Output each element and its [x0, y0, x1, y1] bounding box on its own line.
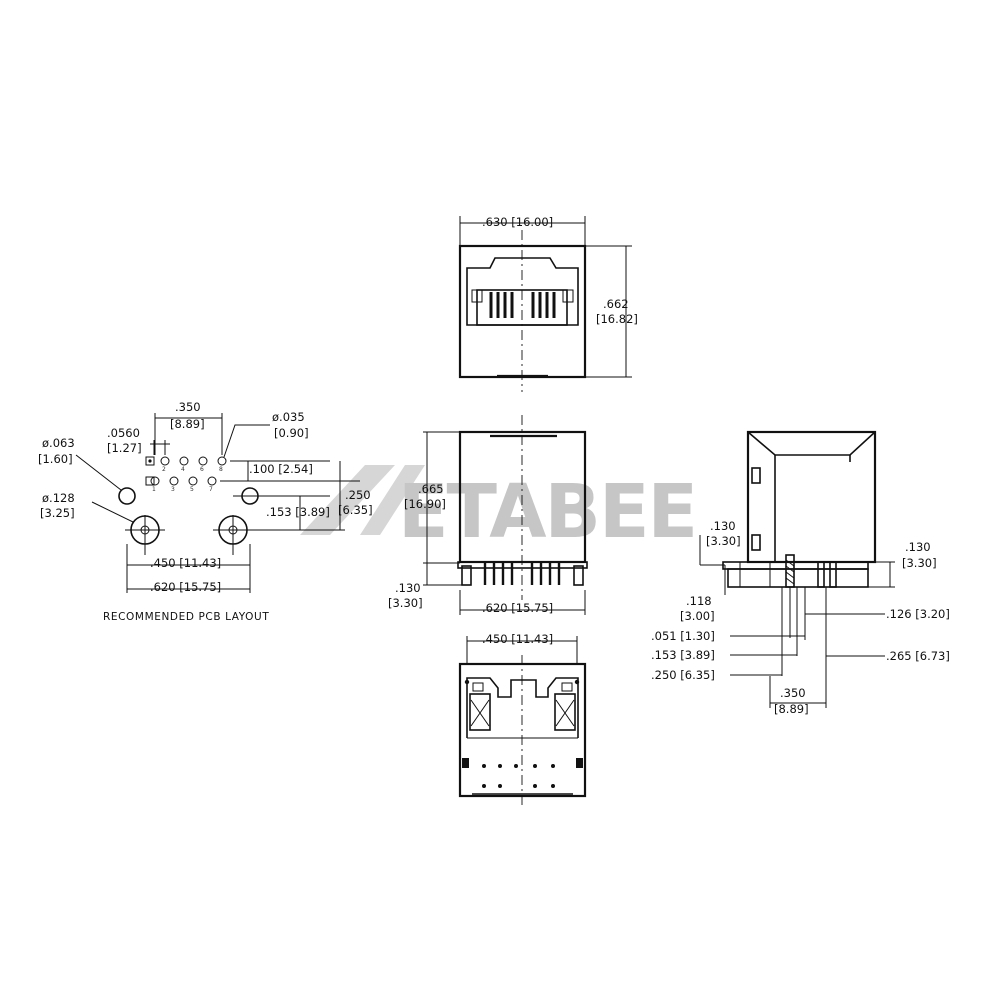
dim-pin-span-in: .350: [175, 400, 201, 414]
watermark-text: ETABEE: [398, 469, 696, 555]
dim-peg-spacing: .450 [11.43]: [150, 556, 221, 570]
dim-front-width: .630 [16.00]: [482, 215, 553, 229]
bottom-view: .450 [11.43]: [458, 632, 587, 805]
dim-right-peg-offset: .153 [3.89]: [651, 648, 715, 662]
bottom-view-pin-dots: [482, 764, 555, 788]
dim-led-spacing: .620 [15.75]: [150, 580, 221, 594]
dim-front-height-in: .662: [603, 297, 629, 311]
pcb-layout-caption: RECOMMENDED PCB LAYOUT: [103, 611, 269, 623]
dim-side-height-mm: [16.90]: [404, 497, 446, 511]
dim-peg-offset: .153 [3.89]: [266, 505, 330, 519]
dim-front-height-mm: [16.82]: [596, 312, 638, 326]
dim-pitch-in: .0560: [107, 426, 140, 440]
dim-peg-diameter-mm: [3.25]: [40, 506, 75, 520]
dim-pitch-mm: [1.27]: [107, 441, 142, 455]
dim-pin-diameter-mm: [0.90]: [274, 426, 309, 440]
side-view: .665 [16.90] .130 [3.30] .620 [15.75]: [388, 415, 588, 615]
dim-right-left-pin-mm: [3.30]: [706, 534, 741, 548]
rj45-contacts: [489, 292, 556, 318]
pcb-pin-numbers: 2 4 6 8 1 3 5 7: [152, 466, 223, 493]
dim-row-pitch: .100 [2.54]: [249, 462, 313, 476]
right-side-view: .130 [3.30] .130 [3.30] .118 [3.00] .051…: [651, 430, 950, 716]
dim-pin-diameter-in: ø.035: [272, 410, 305, 424]
dim-right-standoff-in: .118: [686, 594, 712, 608]
svg-text:4: 4: [181, 466, 185, 473]
pcb-pin-holes: [145, 456, 227, 486]
dim-row-to-peg-mm: [6.35]: [338, 503, 373, 517]
dim-right-row-gap: .126 [3.20]: [886, 607, 950, 621]
dim-side-led-span: .620 [15.75]: [482, 601, 553, 615]
dim-side-pin-len-in: .130: [395, 581, 421, 595]
dim-right-right-pin-mm: [3.30]: [902, 556, 937, 570]
dim-right-row-to-peg: .250 [6.35]: [651, 668, 715, 682]
svg-text:8: 8: [219, 466, 223, 473]
dim-bottom-peg-spacing: .450 [11.43]: [482, 632, 553, 646]
dim-peg-diameter-in: ø.128: [42, 491, 75, 505]
dim-right-standoff-mm: [3.00]: [680, 609, 715, 623]
dim-right-right-pin-in: .130: [905, 540, 931, 554]
dim-led-diameter-mm: [1.60]: [38, 452, 73, 466]
dim-right-left-pin-in: .130: [710, 519, 736, 533]
dim-right-pitch: .051 [1.30]: [651, 629, 715, 643]
pcb-layout-view: 2 4 6 8 1 3 5 7 .350 [8.89] .0560: [38, 400, 373, 623]
right-view-body: [746, 430, 877, 564]
watermark-logo-shape: [300, 465, 395, 535]
svg-text:1: 1: [152, 486, 156, 493]
svg-text:5: 5: [190, 486, 194, 493]
svg-text:6: 6: [200, 466, 204, 473]
dim-led-diameter-in: ø.063: [42, 436, 75, 450]
dim-side-height-in: .665: [418, 482, 444, 496]
side-view-pins: [483, 562, 561, 585]
watermark: ETABEE: [300, 465, 698, 555]
dim-right-span-mm: [8.89]: [774, 702, 809, 716]
rj45-opening: [466, 257, 579, 326]
dim-pin-span-mm: [8.89]: [170, 417, 205, 431]
dim-right-span-in: .350: [780, 686, 806, 700]
front-view: .630 [16.00] .662 [16.82]: [458, 215, 638, 392]
pcb-led-hole-left: [118, 487, 136, 505]
dim-side-pin-len-mm: [3.30]: [388, 596, 423, 610]
dim-right-depth: .265 [6.73]: [886, 649, 950, 663]
svg-text:7: 7: [209, 486, 213, 493]
svg-text:2: 2: [162, 466, 166, 473]
dim-row-to-peg-in: .250: [345, 488, 371, 502]
svg-text:3: 3: [171, 486, 175, 493]
bottom-view-body: [458, 662, 587, 798]
